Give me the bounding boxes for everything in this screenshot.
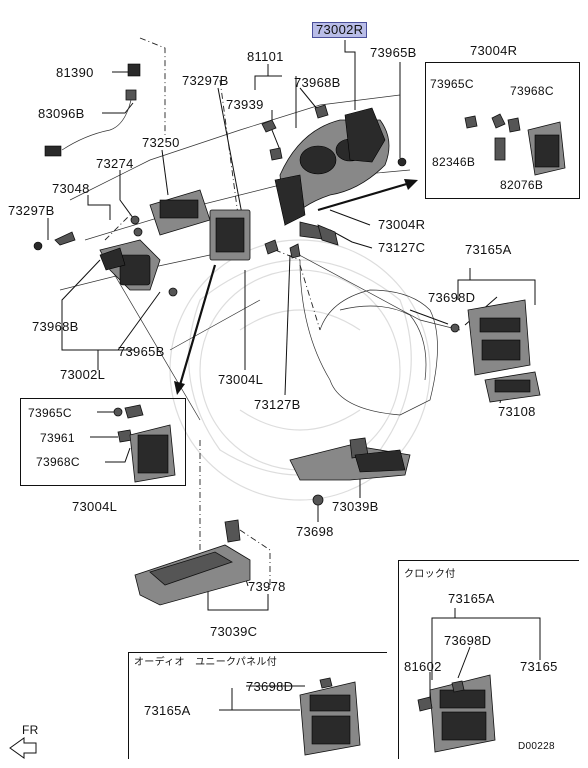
label-73004L-mid[interactable]: 73004L [218, 372, 264, 387]
label-73965C-r[interactable]: 73965C [430, 77, 474, 91]
label-73002R[interactable]: 73002R [312, 22, 368, 38]
label-73698[interactable]: 73698 [296, 524, 334, 539]
label-73250[interactable]: 73250 [142, 135, 180, 150]
clock-panel-73165 [417, 674, 496, 753]
label-73004R-mid[interactable]: 73004R [378, 217, 426, 232]
label-73039C[interactable]: 73039C [210, 624, 258, 639]
clock-box [398, 560, 579, 759]
dashboard-outline [59, 94, 461, 421]
right-register-73004R-exploded [464, 113, 566, 176]
label-82346B[interactable]: 82346B [432, 155, 476, 169]
label-73274[interactable]: 73274 [96, 156, 134, 171]
small-parts [33, 63, 407, 297]
label-73297B-left[interactable]: 73297B [8, 203, 55, 218]
label-73968C-r[interactable]: 73968C [510, 84, 554, 98]
detail-box-73004L [20, 398, 186, 486]
label-73039B[interactable]: 73039B [332, 499, 379, 514]
label-73939[interactable]: 73939 [226, 97, 264, 112]
label-73698D-clock[interactable]: 73698D [444, 633, 492, 648]
audio-panel-73165A [299, 677, 361, 756]
diagram-code: D00228 [518, 741, 555, 752]
reference-lines [104, 37, 321, 590]
label-73165-clock[interactable]: 73165 [520, 659, 558, 674]
label-73965B-left[interactable]: 73965B [118, 344, 165, 359]
label-83096B[interactable]: 83096B [38, 106, 85, 121]
label-73004R-top[interactable]: 73004R [470, 43, 518, 58]
label-82076B[interactable]: 82076B [500, 178, 544, 192]
label-73004L-bot[interactable]: 73004L [72, 499, 118, 514]
callout-arrows [174, 179, 418, 395]
label-73002L[interactable]: 73002L [60, 367, 106, 382]
label-73965B-top[interactable]: 73965B [370, 45, 417, 60]
label-73698D-audio[interactable]: 73698D [246, 679, 294, 694]
label-audio-note: オーディオ ユニークパネル付 [134, 657, 277, 668]
label-fr: FR [22, 723, 39, 737]
meter-hood-73002R [274, 107, 390, 227]
register-73004L [209, 209, 251, 261]
tray-73039C [134, 519, 251, 606]
label-73165A-audio[interactable]: 73165A [144, 703, 191, 718]
duct-73250 [149, 189, 211, 236]
label-73165A-clock[interactable]: 73165A [448, 591, 495, 606]
center-panel-73165A [450, 299, 541, 403]
label-73165A-r[interactable]: 73165A [465, 242, 512, 257]
label-73968B-left[interactable]: 73968B [32, 319, 79, 334]
label-81101[interactable]: 81101 [247, 49, 284, 64]
audio-box [128, 652, 387, 759]
label-73698D-r[interactable]: 73698D [428, 290, 476, 305]
detail-box-73004R [425, 62, 580, 199]
label-73968B-top[interactable]: 73968B [294, 75, 341, 90]
fr-arrow [9, 737, 37, 759]
label-73961[interactable]: 73961 [40, 431, 75, 445]
left-register-73004L-exploded [113, 404, 176, 483]
label-73978[interactable]: 73978 [248, 579, 286, 594]
label-73297B-top[interactable]: 73297B [182, 73, 229, 88]
label-73048[interactable]: 73048 [52, 181, 90, 196]
side-panel-73002L [99, 239, 161, 291]
label-73968C-l[interactable]: 73968C [36, 455, 80, 469]
bracket-73039B [289, 437, 411, 506]
label-73127B[interactable]: 73127B [254, 397, 301, 412]
label-73965C-l[interactable]: 73965C [28, 406, 72, 420]
center-register-73004R [299, 221, 339, 246]
label-81390[interactable]: 81390 [56, 65, 94, 80]
label-73108[interactable]: 73108 [498, 404, 536, 419]
label-81602[interactable]: 81602 [404, 659, 442, 674]
label-clock-note: クロック付 [404, 569, 456, 580]
label-73127C[interactable]: 73127C [378, 240, 426, 255]
